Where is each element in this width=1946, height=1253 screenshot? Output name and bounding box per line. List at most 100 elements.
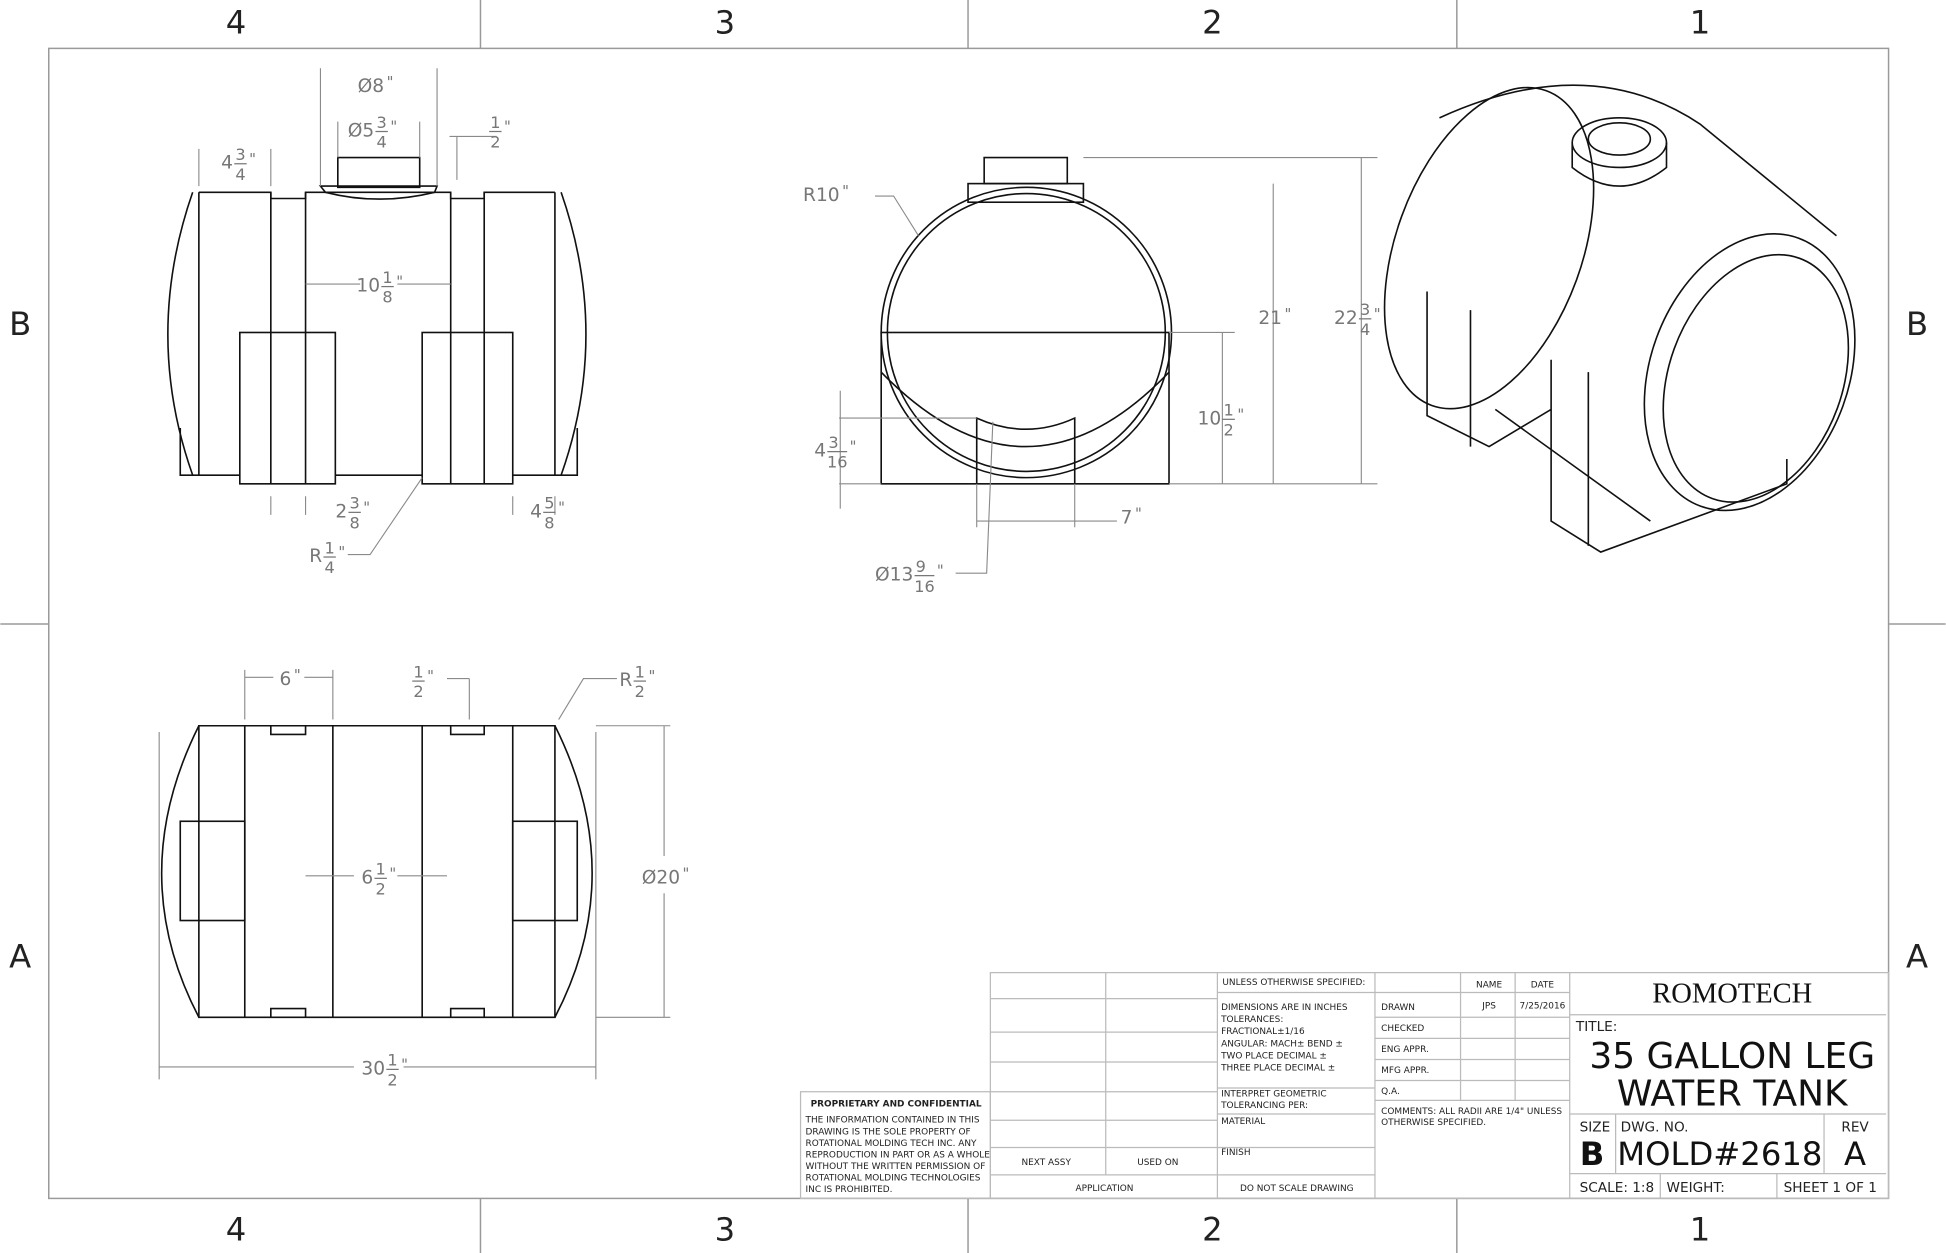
rev-label: REV <box>1841 1119 1869 1135</box>
dim-denominator: 2 <box>1224 420 1234 439</box>
dim-numerator: 3 <box>828 433 838 452</box>
dwg-no-value: MOLD#2618 <box>1617 1135 1822 1173</box>
proprietary-line: REPRODUCTION IN PART OR AS A WHOLE <box>806 1150 991 1160</box>
dim-numerator: 1 <box>387 1051 397 1070</box>
name-header: NAME <box>1476 981 1502 991</box>
dim-plan-dia: Ø20" <box>642 864 690 888</box>
dim-numerator: 3 <box>1360 300 1370 319</box>
dim-denominator: 8 <box>349 513 359 532</box>
zone-col-4: 4 <box>226 3 247 41</box>
title-label: TITLE: <box>1575 1019 1617 1035</box>
dim-value: 22 <box>1334 308 1358 329</box>
interpret-line-2: TOLERANCING PER: <box>1220 1101 1308 1111</box>
dim-value: R10 <box>803 185 840 206</box>
dim-value: Ø8 <box>358 76 384 97</box>
svg-text:": " <box>850 438 857 456</box>
svg-text:": " <box>504 118 511 136</box>
dim-body-height: 21" <box>1258 305 1291 329</box>
application-label: APPLICATION <box>1076 1184 1134 1194</box>
comments-line-1: COMMENTS: ALL RADII ARE 1/4" UNLESS <box>1381 1107 1562 1117</box>
dim-top-nozzle-outer-dia: Ø8" <box>358 73 394 97</box>
scale-label: SCALE: 1:8 <box>1580 1180 1655 1196</box>
proprietary-line: ROTATIONAL MOLDING TECH INC. ANY <box>806 1139 978 1149</box>
svg-text:": " <box>294 666 301 684</box>
dim-value: 10 <box>356 276 380 297</box>
dim-denominator: 2 <box>387 1071 397 1090</box>
front-view <box>167 68 587 556</box>
zone-row-a: A <box>9 938 31 976</box>
dim-denominator: 16 <box>827 453 848 472</box>
material-label: MATERIAL <box>1221 1117 1265 1127</box>
tolerance-line: DIMENSIONS ARE IN INCHES <box>1221 1003 1348 1013</box>
rev-value: A <box>1844 1135 1866 1173</box>
zone-col-4-bottom: 4 <box>226 1211 247 1249</box>
dim-denominator: 2 <box>635 682 645 701</box>
svg-text:": " <box>648 667 655 685</box>
dim-denominator: 4 <box>377 133 387 152</box>
zone-col-1-bottom: 1 <box>1690 1211 1711 1249</box>
dim-plan-notch: 12" <box>412 662 434 701</box>
zone-col-3-bottom: 3 <box>715 1211 736 1249</box>
company-name: ROMOTECH <box>1652 978 1812 1009</box>
svg-text:": " <box>249 150 256 168</box>
dim-denominator: 4 <box>325 558 335 577</box>
dim-numerator: 3 <box>349 494 359 513</box>
proprietary-line: DRAWING IS THE SOLE PROPERTY OF <box>806 1127 971 1137</box>
proprietary-heading: PROPRIETARY AND CONFIDENTIAL <box>811 1100 982 1110</box>
svg-text:": " <box>1237 405 1244 423</box>
dim-numerator: 5 <box>544 494 554 513</box>
svg-text:": " <box>396 273 403 291</box>
size-value: B <box>1580 1135 1605 1173</box>
svg-text:": " <box>387 73 394 91</box>
dim-value: 2 <box>335 501 347 522</box>
top-view <box>158 669 671 1080</box>
svg-text:": " <box>390 118 397 136</box>
dim-value: 7 <box>1121 508 1133 529</box>
title-block: PROPRIETARY AND CONFIDENTIAL THE INFORMA… <box>799 972 1890 1200</box>
dim-value: 21 <box>1258 308 1282 329</box>
tolerance-line: TWO PLACE DECIMAL ± <box>1220 1051 1327 1061</box>
proprietary-line: ROTATIONAL MOLDING TECHNOLOGIES <box>806 1173 981 1183</box>
zone-row-a-right: A <box>1906 938 1928 976</box>
dim-denominator: 4 <box>235 165 245 184</box>
dim-value: R <box>619 670 632 691</box>
dim-value: Ø20 <box>642 867 680 888</box>
svg-text:": " <box>338 543 345 561</box>
dim-value: Ø5 <box>348 120 374 141</box>
title-line-2: WATER TANK <box>1617 1073 1849 1114</box>
dim-denominator: 8 <box>382 288 392 307</box>
zone-col-2-bottom: 2 <box>1202 1211 1223 1249</box>
checked-label: CHECKED <box>1381 1024 1424 1034</box>
tolerance-line: THREE PLACE DECIMAL ± <box>1220 1064 1335 1074</box>
svg-text:": " <box>363 498 370 516</box>
dim-value: 30 <box>361 1058 385 1079</box>
dim-numerator: 1 <box>325 538 335 557</box>
dim-value: 4 <box>221 153 233 174</box>
drawn-date: 7/25/2016 <box>1520 1002 1566 1012</box>
zone-col-2: 2 <box>1202 3 1223 41</box>
dim-body-radius: R10" <box>803 182 849 206</box>
used-on-label: USED ON <box>1137 1158 1178 1168</box>
dim-nozzle-step: 12" <box>489 113 511 152</box>
svg-text:": " <box>1284 305 1291 323</box>
dim-numerator: 1 <box>376 860 386 879</box>
drawn-label: DRAWN <box>1381 1003 1415 1013</box>
dim-numerator: 3 <box>235 145 245 164</box>
dim-value: 6 <box>361 867 373 888</box>
svg-text:": " <box>558 498 565 516</box>
dim-denominator: 2 <box>376 879 386 898</box>
tolerance-line: ANGULAR: MACH± BEND ± <box>1221 1039 1343 1049</box>
dim-numerator: 1 <box>635 662 645 681</box>
dim-value: 6 <box>280 669 292 690</box>
tolerance-line: FRACTIONAL±1/16 <box>1221 1027 1305 1037</box>
